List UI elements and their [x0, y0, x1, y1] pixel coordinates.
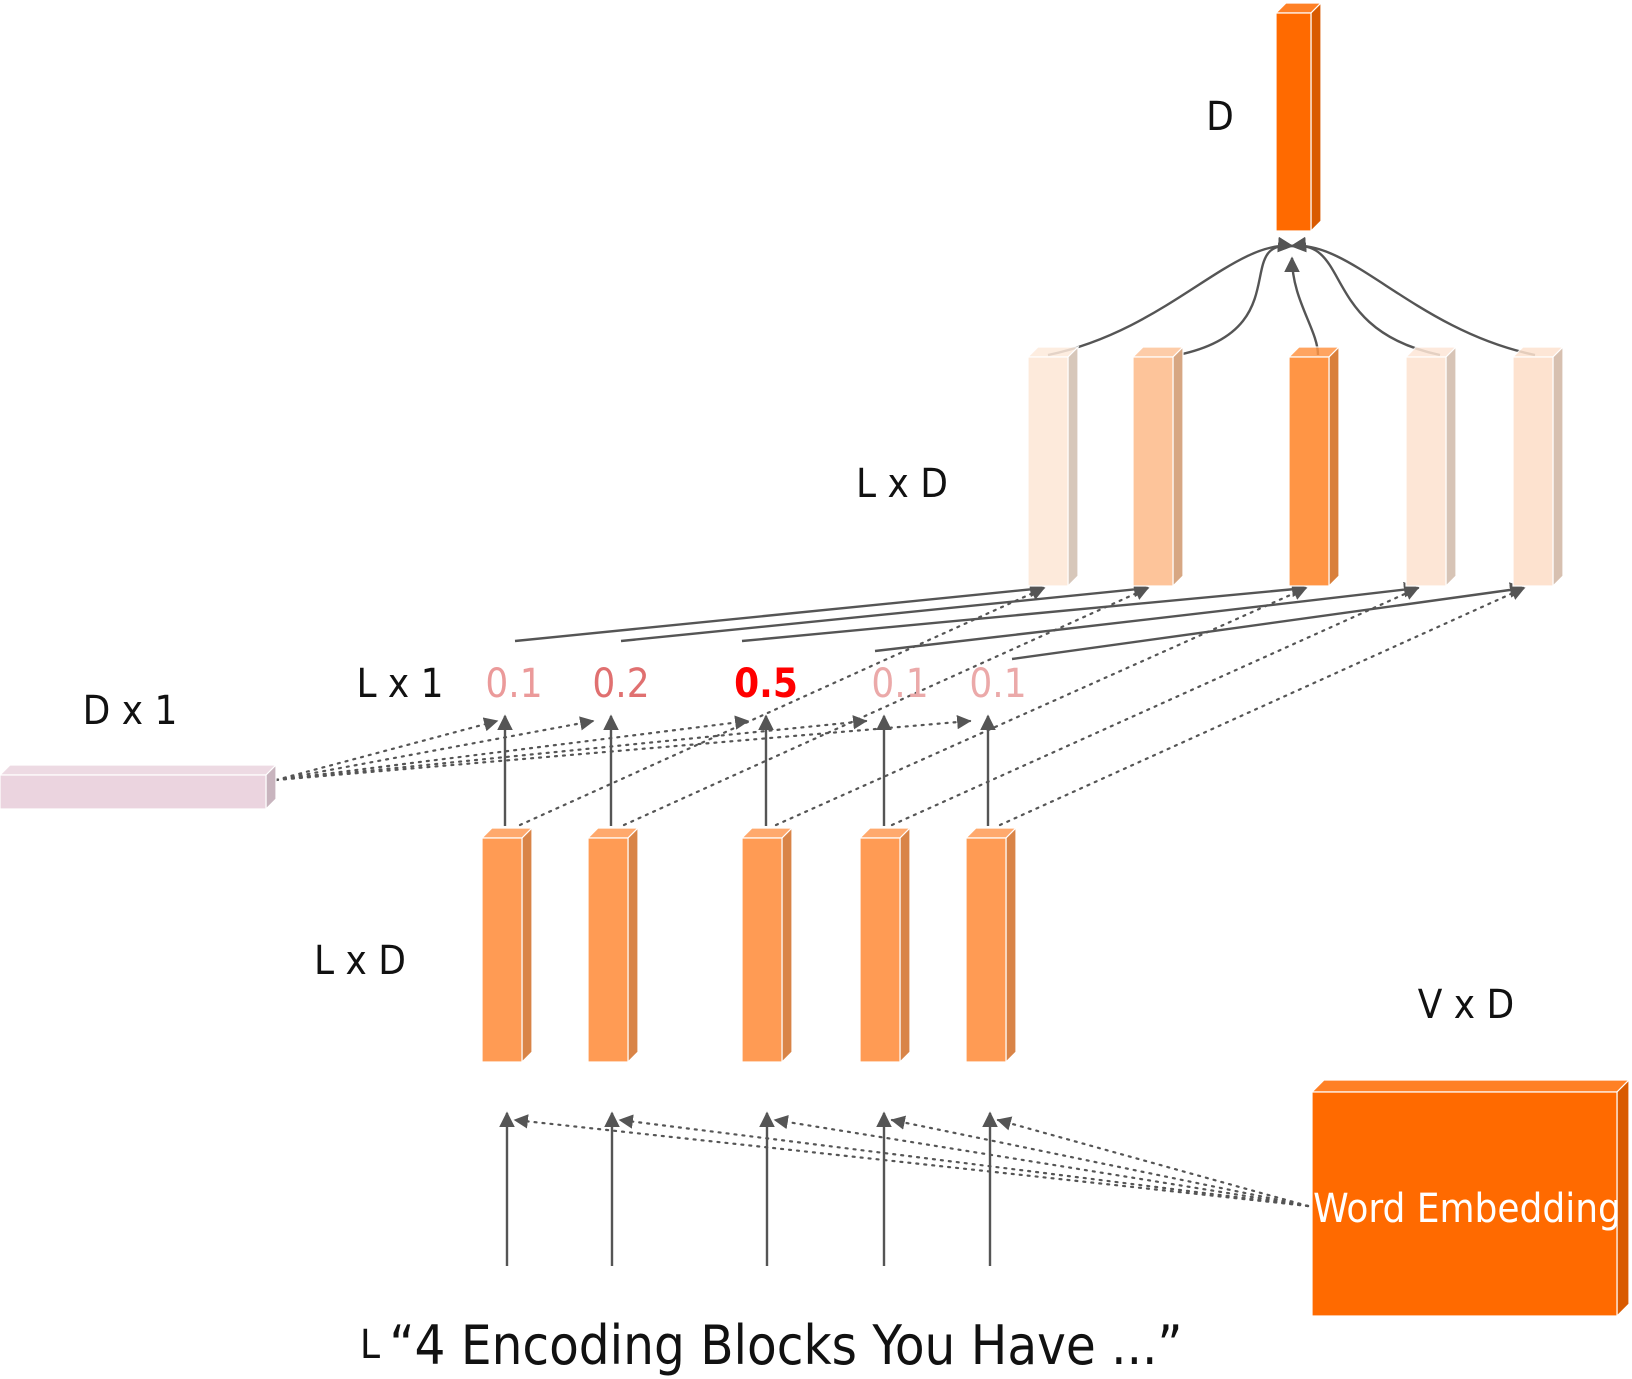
weight-scale-arrow [874, 581, 1420, 653]
embedding-dotted-arrow [890, 1115, 1310, 1208]
attention-sum-curve [1290, 236, 1536, 357]
value-dotted-arrow [622, 586, 1150, 827]
encoded-vector-1 [480, 826, 534, 1064]
query-dotted-arrow [274, 716, 595, 782]
weight-value-4: 0.1 [871, 661, 928, 707]
weighted-vector-4 [1404, 345, 1458, 588]
output-vector [1274, 1, 1323, 233]
embedding-dotted-arrow [773, 1114, 1310, 1208]
encoded-vector-3 [740, 826, 794, 1064]
blocks [0, 1, 1631, 1318]
query-dim-label: D x 1 [83, 688, 178, 734]
weighted-vector-1 [1026, 345, 1080, 588]
value-dotted-arrow [998, 586, 1526, 827]
encoded-vector-5 [964, 826, 1018, 1064]
weights-dim-label: L x 1 [356, 661, 443, 707]
output-dim-label: D [1206, 94, 1234, 140]
weight-value-2: 0.2 [592, 661, 649, 707]
value-dotted-arrow [774, 586, 1308, 827]
encoded-vector-2 [586, 826, 640, 1064]
embedding-dim-label: V x D [1418, 982, 1514, 1028]
embedding-dotted-arrow [618, 1114, 1310, 1208]
query-dotted-arrow [274, 715, 750, 782]
word-embedding-label: Word Embedding [1313, 1186, 1621, 1232]
weight-value-5: 0.1 [969, 661, 1026, 707]
weighted-vector-5 [1511, 345, 1565, 588]
encoded-vector-4 [858, 826, 912, 1064]
attention-sum-curve [1047, 236, 1294, 357]
query-vector [0, 763, 278, 811]
value-dotted-arrow [518, 586, 1046, 827]
weight-scale-arrow [741, 581, 1308, 643]
sequence-dim-label: L [360, 1322, 380, 1368]
weight-scale-arrow [620, 581, 1150, 643]
input-sentence: “4 Encoding Blocks You Have ...” [389, 1314, 1182, 1377]
connections [274, 236, 1536, 1266]
weight-value-3: 0.5 [734, 661, 798, 707]
embedding-dotted-arrow [996, 1116, 1310, 1208]
value-dotted-arrow [890, 586, 1420, 827]
weight-scale-arrow [514, 581, 1046, 643]
weighted-dim-label: L x D [856, 461, 948, 507]
encoded-dim-label: L x D [314, 938, 406, 984]
attention-sum-curve [1284, 256, 1320, 356]
query-dotted-arrow [274, 714, 972, 782]
weight-value-1: 0.1 [485, 661, 542, 707]
embedding-dotted-arrow [513, 1114, 1310, 1208]
attention-sum-curve [1177, 236, 1294, 357]
weighted-vector-3 [1287, 345, 1341, 588]
weight-scale-arrow [1011, 582, 1526, 661]
query-dotted-arrow [274, 717, 499, 782]
word-embedding-matrix [1310, 1078, 1631, 1318]
weighted-vector-2 [1131, 345, 1185, 588]
query-dotted-arrow [274, 715, 868, 782]
